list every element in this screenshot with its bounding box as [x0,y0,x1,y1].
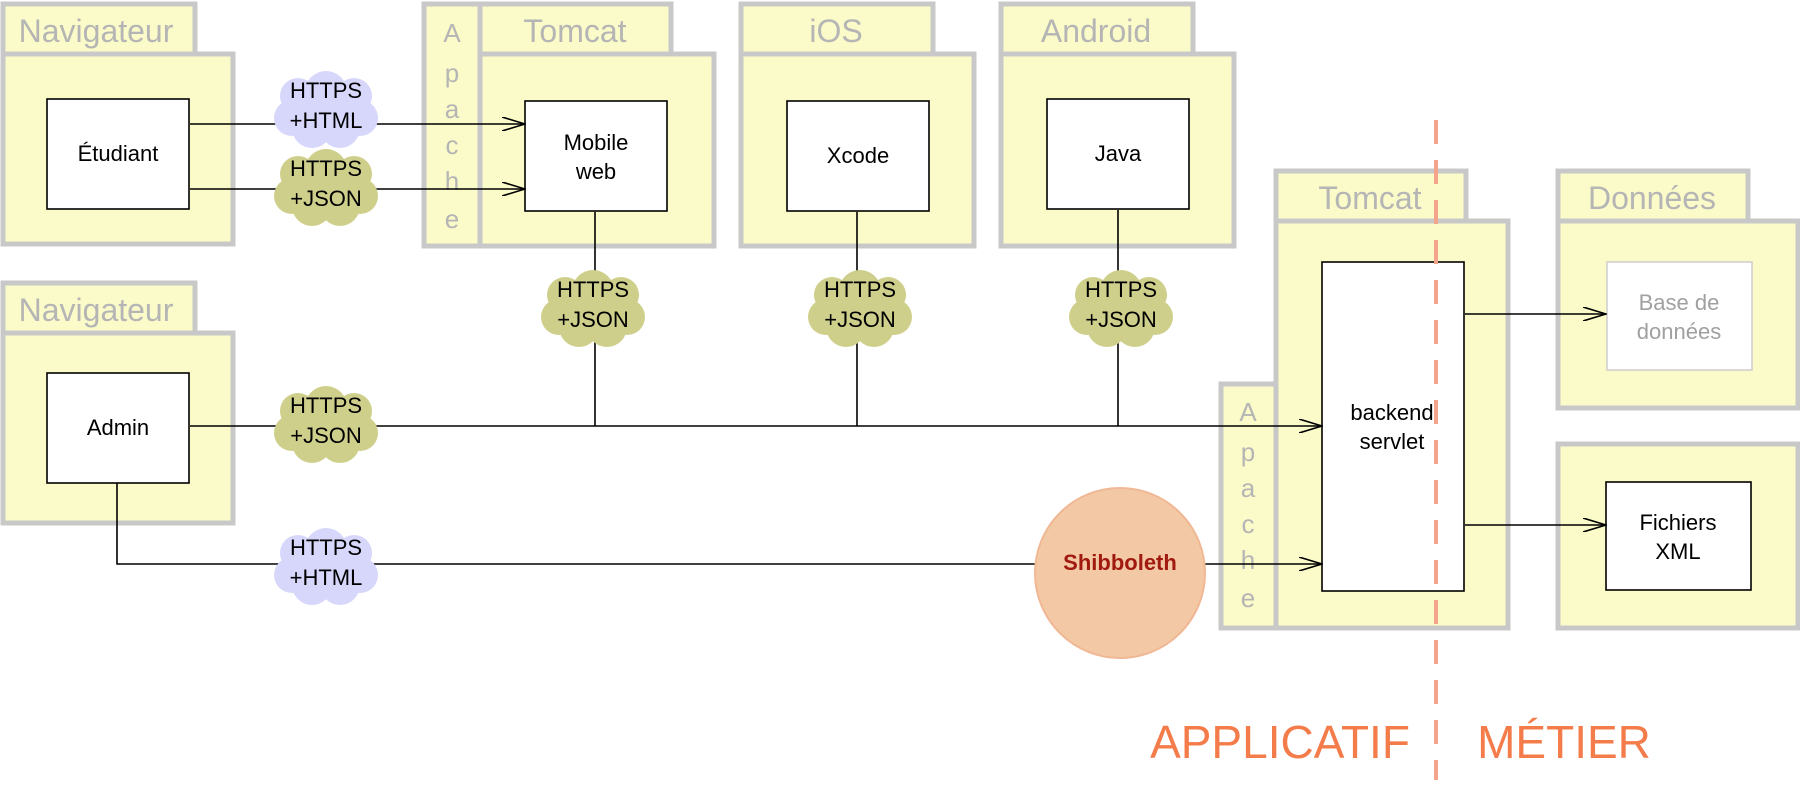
node-label: XML [1655,539,1700,564]
node-label: Fichiers [1639,510,1716,535]
cloud-https-html-etudiant: HTTPS +HTML [274,71,378,148]
edge-admin-backend-html [116,483,1322,564]
node-etudiant: Étudiant [46,98,190,210]
node-fichiers-xml: Fichiers XML [1605,481,1752,591]
node-label: Xcode [827,143,889,168]
cloud-label: +JSON [557,307,629,332]
container-title-navigateur-top: Navigateur [19,13,174,49]
node-label: Base de [1639,290,1720,315]
container-title-tomcat-top: Tomcat [523,13,626,49]
cloud-https-html-admin: HTTPS +HTML [274,528,378,605]
cloud-label: +HTML [290,108,363,133]
node-label: Admin [87,415,149,440]
shibboleth-label: Shibboleth [1063,550,1177,575]
node-label: servlet [1360,429,1425,454]
apache-letter: h [445,166,459,196]
cloud-label: HTTPS [824,277,896,302]
cloud-label: +JSON [1085,307,1157,332]
node-java: Java [1046,98,1190,210]
container-tomcat-top: Tomcat A p a c h e [421,1,717,249]
apache-letter: e [445,204,459,234]
cloud-https-json-etudiant: HTTPS +JSON [274,149,378,226]
apache-letter: p [445,58,459,88]
apache-letter: c [1242,509,1255,539]
apache-letter: a [445,94,460,124]
cloud-label: +JSON [290,423,362,448]
cloud-https-json-mobile: HTTPS +JSON [541,270,645,347]
node-label: web [575,159,616,184]
cloud-label: HTTPS [557,277,629,302]
cloud-https-json-admin: HTTPS +JSON [274,386,378,463]
apache-letter: e [1241,583,1255,613]
node-label: Mobile [564,130,629,155]
cloud-label: +HTML [290,565,363,590]
zone-label-metier: MÉTIER [1477,716,1651,768]
apache-letter: p [1241,437,1255,467]
cloud-label: HTTPS [290,156,362,181]
node-xcode: Xcode [786,100,930,212]
apache-letter: A [1239,397,1257,427]
node-mobile-web: Mobile web [524,100,668,212]
cloud-https-json-android: HTTPS +JSON [1069,270,1173,347]
node-base-de-donnees: Base de données [1606,261,1753,371]
cloud-label: HTTPS [290,393,362,418]
cloud-label: +JSON [824,307,896,332]
container-title-navigateur-bottom: Navigateur [19,292,174,328]
shibboleth-node: Shibboleth [1034,487,1206,659]
node-label: Java [1095,141,1142,166]
apache-label-right: A p a c h e [1239,397,1257,613]
apache-letter: c [446,130,459,160]
zone-label-applicatif: APPLICATIF [1150,716,1410,768]
cloud-https-json-ios: HTTPS +JSON [808,270,912,347]
cloud-label: HTTPS [1085,277,1157,302]
cloud-label: +JSON [290,186,362,211]
container-title-android: Android [1041,13,1151,49]
node-label: Étudiant [78,141,159,166]
cloud-label: HTTPS [290,78,362,103]
cloud-label: HTTPS [290,535,362,560]
apache-letter: A [443,18,461,48]
node-label: backend [1350,400,1433,425]
node-label: données [1637,319,1721,344]
apache-letter: a [1241,473,1256,503]
container-title-tomcat-right: Tomcat [1318,180,1421,216]
node-backend-servlet: backend servlet [1321,261,1465,592]
node-admin: Admin [46,372,190,484]
container-title-ios: iOS [809,13,862,49]
container-title-donnees: Données [1588,180,1716,216]
apache-letter: h [1241,545,1255,575]
